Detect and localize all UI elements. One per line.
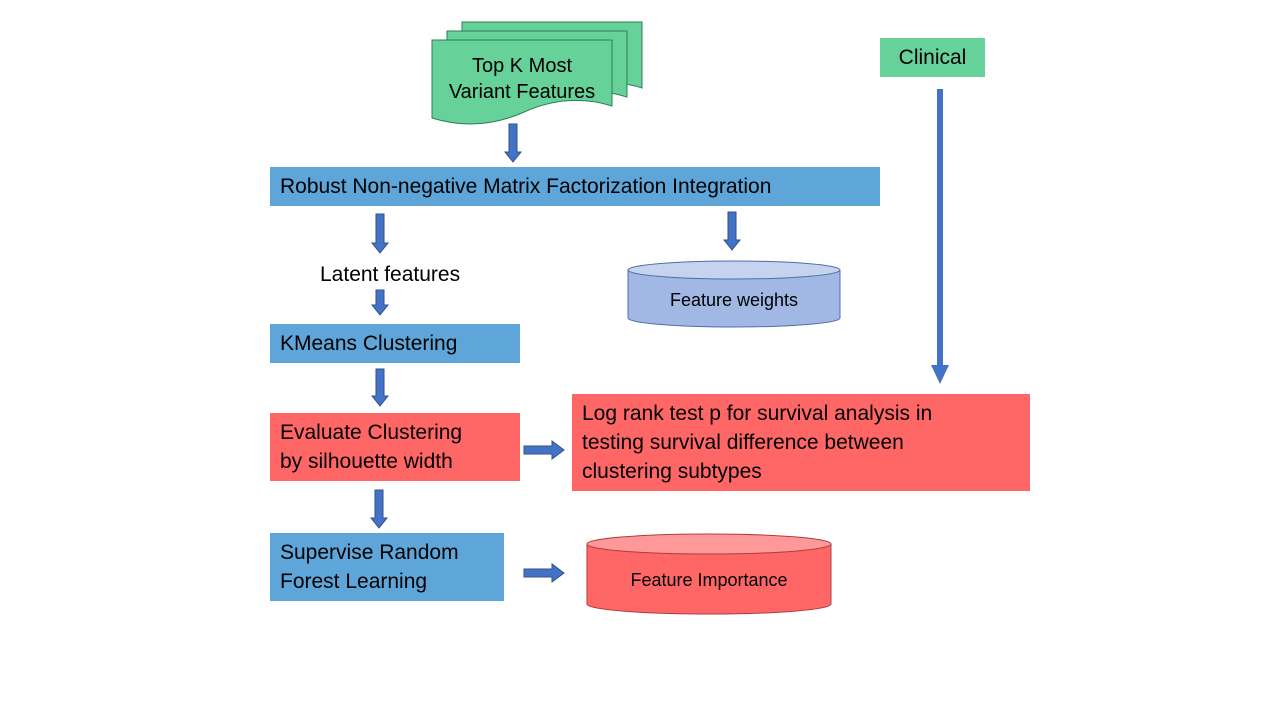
- arrow-down-rnmf-to-weights: [722, 211, 742, 251]
- arrow-right-rf-to-importance: [523, 563, 565, 583]
- arrow-right-evaluate-to-logrank: [523, 440, 565, 460]
- arrow-down-evaluate-to-rf: [369, 489, 389, 529]
- kmeans-label: KMeans Clustering: [280, 332, 458, 355]
- clinical-label: Clinical: [898, 46, 967, 69]
- document-sheet-front: [431, 39, 613, 125]
- logrank-box: Log rank test p for survival analysis in…: [572, 394, 1030, 491]
- top-k-label-line1: Top K Most: [471, 55, 573, 77]
- random-forest-label-line1: Supervise Random: [280, 541, 459, 564]
- clinical-box: Clinical: [880, 38, 985, 77]
- kmeans-box: KMeans Clustering: [270, 324, 520, 363]
- evaluate-label-line2: by silhouette width: [280, 450, 453, 473]
- evaluate-label-line1: Evaluate Clustering: [280, 421, 463, 444]
- feature-weights-cylinder: [627, 260, 841, 328]
- feature-importance-cylinder: [586, 533, 832, 615]
- rnmf-box: Robust Non-negative Matrix Factorization…: [270, 167, 880, 206]
- rnmf-label: Robust Non-negative Matrix Factorization…: [280, 175, 772, 198]
- latent-features-label: Latent features: [320, 263, 461, 286]
- arrow-down-latent-to-kmeans: [370, 289, 390, 316]
- logrank-label-line3: clustering subtypes: [582, 460, 762, 483]
- random-forest-label-line2: Forest Learning: [280, 570, 428, 593]
- arrow-down-clinical-to-logrank: [931, 89, 949, 384]
- arrow-down-rnmf-to-latent: [370, 213, 390, 254]
- random-forest-box: Supervise Random Forest Learning: [270, 533, 504, 601]
- logrank-label-line1: Log rank test p for survival analysis in: [582, 402, 933, 425]
- evaluate-box: Evaluate Clustering by silhouette width: [270, 413, 520, 481]
- top-k-label-line2: Variant Features: [448, 81, 596, 103]
- arrow-down-kmeans-to-evaluate: [370, 368, 390, 407]
- arrow-down-topk-to-rnmf: [503, 123, 523, 163]
- logrank-label-line2: testing survival difference between: [582, 431, 904, 454]
- feature-weights-label: Feature weights: [669, 290, 799, 310]
- top-k-document-stack: [431, 21, 643, 125]
- feature-importance-label: Feature Importance: [630, 570, 788, 590]
